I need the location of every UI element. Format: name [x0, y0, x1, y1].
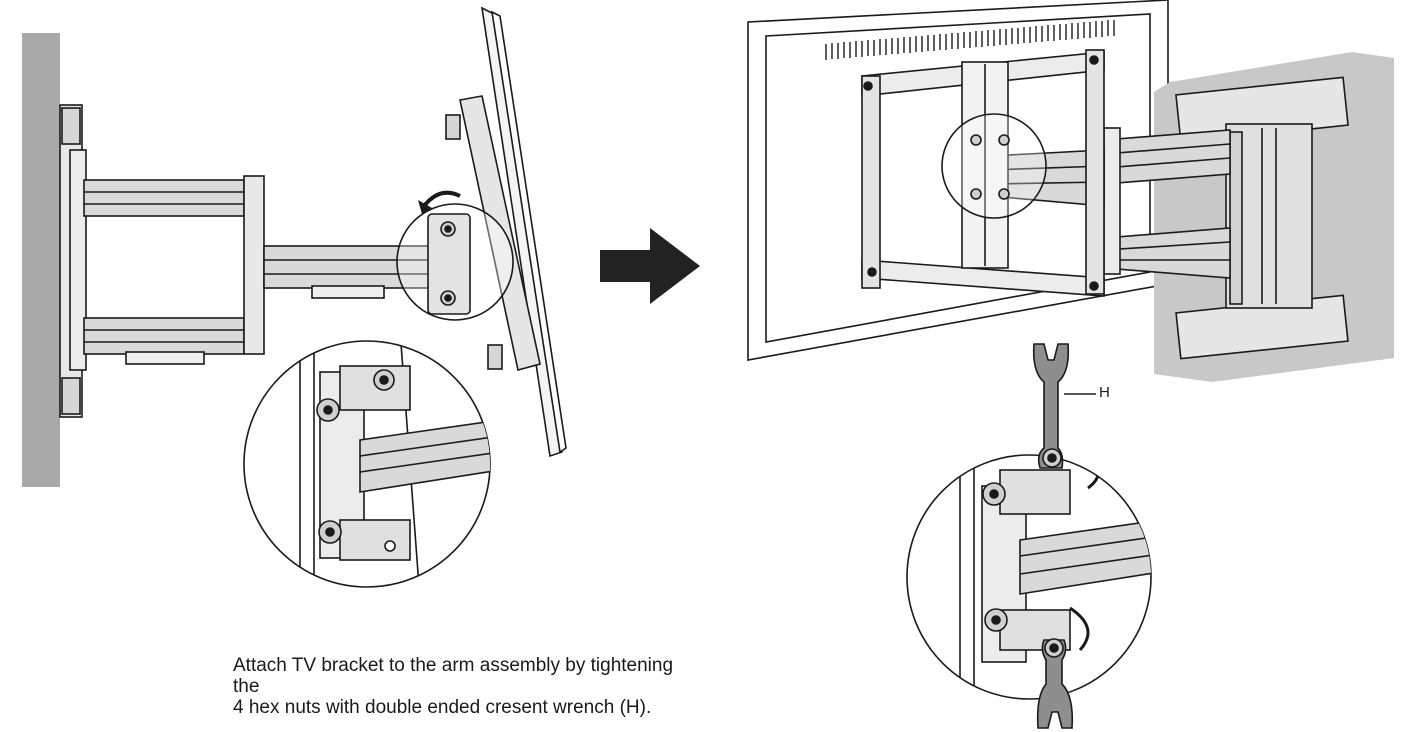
tv-side-view — [445, 6, 567, 458]
curved-arrow-icon — [1069, 606, 1090, 652]
wrench-icon — [1032, 343, 1070, 469]
vent-slots — [825, 20, 1115, 60]
arrow-right-icon — [600, 228, 700, 304]
right-arms — [989, 127, 1231, 279]
magnifier-small-right — [941, 113, 1047, 219]
lower-arm — [263, 245, 455, 299]
tv-bracket — [861, 49, 1105, 297]
caption-line-1: Attach TV bracket to the arm assembly by… — [233, 655, 674, 697]
upper-arm — [83, 175, 265, 365]
instruction-caption: Attach TV bracket to the arm assembly by… — [233, 655, 703, 718]
right-mount-figure — [747, 0, 1394, 382]
wrench-callout-label: H — [1099, 384, 1110, 401]
wall-block — [1154, 52, 1394, 382]
wall-strip — [22, 33, 60, 487]
curved-arrow-icon — [422, 190, 461, 208]
zoom-detail-right — [906, 454, 1152, 700]
zoom-detail-left — [243, 340, 491, 588]
left-mount-figure — [22, 6, 567, 487]
wrench-icon — [1036, 638, 1074, 729]
caption-line-2: 4 hex nuts with double ended cresent wre… — [233, 697, 652, 718]
